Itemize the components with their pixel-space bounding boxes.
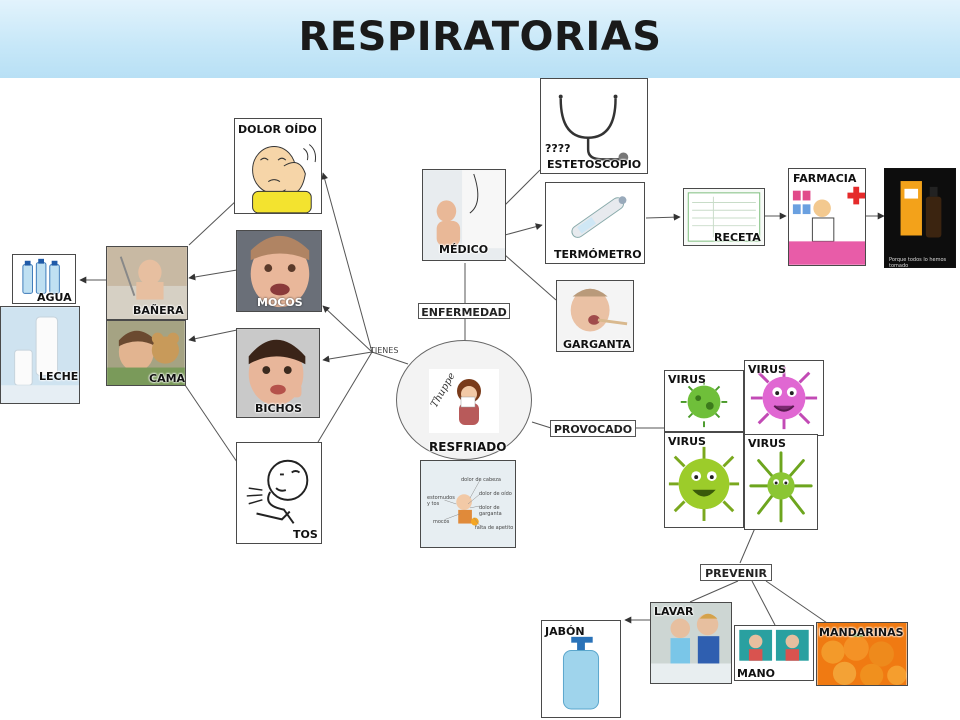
garganta-label: GARGANTA [563, 338, 631, 351]
garganta-card[interactable]: GARGANTA [556, 280, 634, 352]
mano-label: MANO [737, 667, 776, 680]
estetoscopio-label: ESTETOSCOPIO [547, 158, 642, 171]
thermometer-icon [546, 183, 644, 263]
bichos-card[interactable]: BICHOS [236, 328, 320, 418]
tos-card[interactable]: TOS [236, 442, 322, 544]
agua-label: AGUA [37, 291, 72, 304]
cama-card[interactable]: CAMA [106, 320, 186, 386]
question-marks: ???? [545, 142, 571, 155]
mocos-card[interactable]: MOCOS [236, 230, 322, 312]
resfriado-label: RESFRIADO [429, 440, 507, 454]
prescription-icon [684, 189, 764, 245]
soap-dispenser-icon [542, 621, 620, 717]
farmacia-label: FARMACIA [793, 172, 857, 185]
page-title: RESPIRATORIAS [298, 14, 662, 60]
bichos-label: BICHOS [255, 402, 303, 415]
medicine-bottle-photo [885, 169, 955, 267]
sick-in-bed-photo [107, 321, 185, 385]
medicine-caption: Porque todos lo hemos tomado [889, 257, 947, 268]
leche-card[interactable]: LECHE [0, 306, 80, 404]
provocado-box[interactable]: PROVOCADO [550, 420, 636, 437]
spiky-virus-icon [745, 435, 817, 529]
mandarinas-card[interactable]: MANDARINAS [816, 622, 908, 686]
farmacia-card[interactable]: FARMACIA [788, 168, 866, 266]
coughing-pictogram [237, 443, 321, 543]
virus-label-3: VIRUS [668, 435, 706, 448]
milk-photo [1, 307, 79, 403]
title-banner [0, 0, 960, 78]
green-virus-icon [665, 371, 743, 431]
tos-label: TOS [293, 528, 318, 541]
virus-card-3[interactable]: VIRUS [664, 432, 744, 528]
cama-label: CAMA [149, 372, 186, 385]
tienes-label: TIENES [370, 346, 399, 355]
virus-card-4[interactable]: VIRUS [744, 434, 818, 530]
lime-virus-icon [665, 433, 743, 527]
estetoscopio-card[interactable]: ???? ESTETOSCOPIO [540, 78, 648, 174]
medico-label: MÉDICO [439, 243, 489, 256]
child-symptoms-picture [421, 461, 515, 547]
jabon-label: JABÓN [545, 625, 585, 638]
virus-label-2: VIRUS [748, 363, 786, 376]
receta-label: RECETA [714, 231, 761, 244]
mocos-label: MOCOS [257, 296, 303, 309]
resfriado-node[interactable]: Thuppe RESFRIADO [396, 340, 532, 460]
water-bottles-icon [13, 255, 75, 303]
prevenir-box[interactable]: PREVENIR [700, 564, 772, 581]
stethoscope-icon [541, 79, 647, 173]
hand-hygiene-icon [735, 626, 813, 680]
banera-card[interactable]: BAÑERA [106, 246, 188, 320]
virus-card-1[interactable]: VIRUS [664, 370, 744, 432]
banera-label: BAÑERA [133, 304, 184, 317]
pink-virus-icon [745, 361, 823, 435]
throat-check-photo [557, 281, 633, 351]
symptoms-chart-card[interactable]: dolor de cabeza estornudos y tos dolor d… [420, 460, 516, 548]
runny-nose-child-photo [237, 231, 321, 311]
earache-child-icon [235, 119, 321, 213]
virus-label-1: VIRUS [668, 373, 706, 386]
medicine-card[interactable]: Porque todos lo hemos tomado [884, 168, 956, 268]
termometro-card[interactable]: TERMÓMETRO [545, 182, 645, 264]
virus-label-4: VIRUS [748, 437, 786, 450]
virus-card-2[interactable]: VIRUS [744, 360, 824, 436]
pharmacist-icon [789, 169, 865, 265]
receta-card[interactable]: RECETA [683, 188, 765, 246]
tangerines-photo [817, 623, 907, 685]
sneezing-child-icon: Thuppe [429, 369, 499, 433]
enfermedad-box[interactable]: ENFERMEDAD [418, 303, 510, 319]
bath-photo [107, 247, 187, 319]
washing-hands-photo [651, 603, 731, 683]
child-bugs-photo [237, 329, 319, 417]
mandarinas-label: MANDARINAS [819, 626, 904, 639]
dolor-oido-label: DOLOR OÍDO [238, 123, 317, 136]
leche-label: LECHE [39, 370, 79, 383]
mano-card[interactable]: MANO [734, 625, 814, 681]
agua-card[interactable]: AGUA [12, 254, 76, 304]
medico-card[interactable]: MÉDICO [422, 169, 506, 261]
lavar-label: LAVAR [654, 605, 694, 618]
dolor-oido-card[interactable]: DOLOR OÍDO [234, 118, 322, 214]
lavar-card[interactable]: LAVAR [650, 602, 732, 684]
doctor-photo [423, 170, 505, 260]
termometro-label: TERMÓMETRO [554, 248, 642, 261]
jabon-card[interactable]: JABÓN [541, 620, 621, 718]
